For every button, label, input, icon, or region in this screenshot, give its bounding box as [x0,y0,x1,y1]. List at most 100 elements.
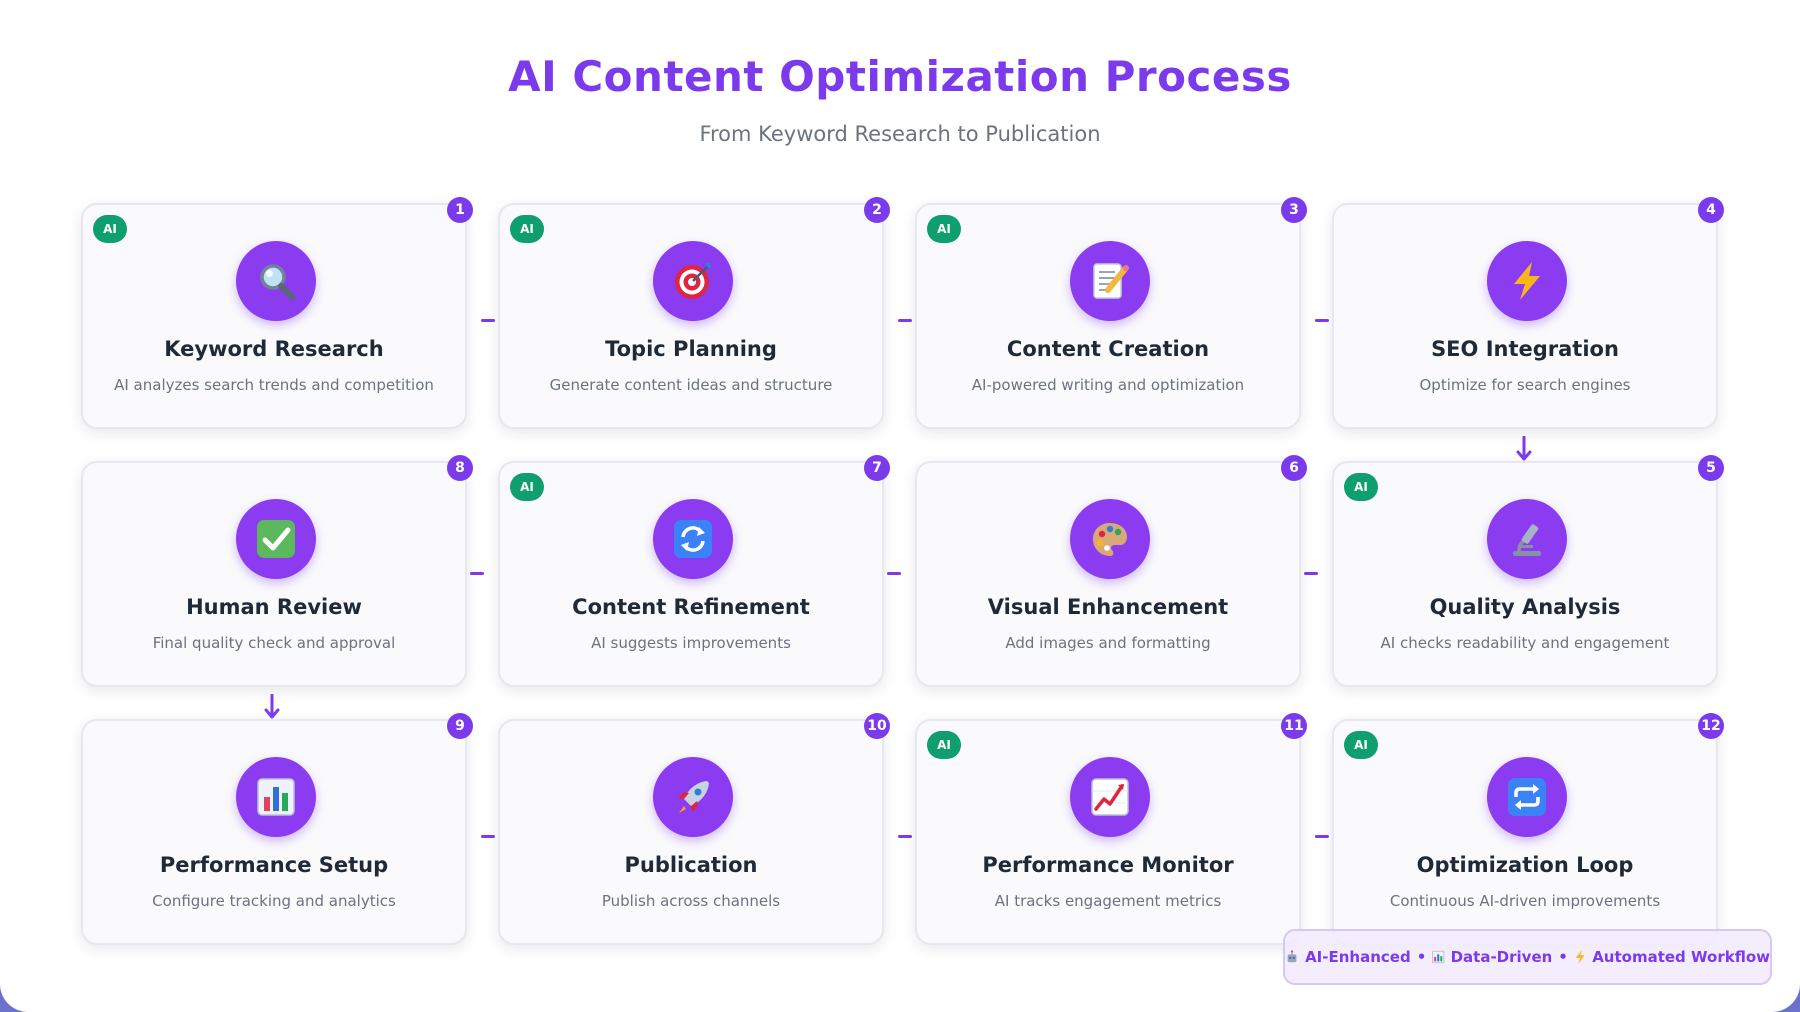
step-number-badge: 11 [1281,713,1307,739]
page-subtitle: From Keyword Research to Publication [699,122,1101,146]
step-title: Keyword Research [164,337,384,361]
step-description: AI checks readability and engagement [1380,634,1670,652]
step-description: Configure tracking and analytics [152,892,396,910]
step-number-badge: 12 [1698,713,1724,739]
ai-badge: AI [510,473,544,501]
connector-10-11 [898,835,912,838]
step-description: Continuous AI-driven improvements [1389,892,1661,910]
magnifying-glass-icon [260,264,295,300]
step-title: Topic Planning [605,337,777,361]
page-title: AI Content Optimization Process [508,52,1292,101]
memo-icon [1093,263,1129,299]
step-icon-circle [1487,241,1567,321]
ai-badge: AI [927,215,961,243]
step-description: Add images and formatting [1005,634,1211,652]
ai-badge: AI [1344,473,1378,501]
robot-icon [1287,950,1297,963]
step-number-badge: 8 [447,455,473,481]
footer-item-automated-workflow: Automated Workflow [1592,948,1770,966]
step-icon-circle [1487,757,1567,837]
step-icon-circle [653,241,733,321]
step-icon-circle [1487,499,1567,579]
step-title: Human Review [186,595,362,619]
step-number-badge: 2 [864,197,890,223]
microscope-icon [1513,524,1541,556]
connector-9-10 [481,835,495,838]
lightning-icon [1514,262,1540,300]
step-description: Optimize for search engines [1419,376,1631,394]
footer-separator: • [1558,948,1568,966]
refresh-icon [674,520,712,558]
rocket-icon [678,781,709,813]
step-title: Content Creation [1006,337,1210,361]
connector-4-5-arrow-icon [1516,436,1532,461]
step-number-badge: 7 [864,455,890,481]
footer-item-ai-enhanced: AI-Enhanced [1305,948,1411,966]
footer-separator: • [1416,948,1427,966]
step-description: Publish across channels [601,892,781,910]
connector-8-7 [470,572,484,575]
step-icon-circle [653,499,733,579]
step-description: AI-powered writing and optimization [971,376,1245,394]
ai-badge: AI [927,731,961,759]
connector-7-6 [887,572,901,575]
step-number-badge: 6 [1281,455,1307,481]
step-title: Publication [624,853,758,877]
step-description: Generate content ideas and structure [549,376,833,394]
target-icon [675,263,711,299]
connector-2-3 [898,319,912,322]
step-number-badge: 9 [447,713,473,739]
step-icon-circle [1070,499,1150,579]
step-title: Performance Setup [159,853,389,877]
connector-3-4 [1315,319,1329,322]
footer-item-data-driven: Data-Driven [1450,948,1553,966]
ai-badge: AI [510,215,544,243]
ai-badge: AI [93,215,127,243]
lightning-icon [1575,949,1585,965]
footer-legend: AI-Enhanced • Data-Driven • Automated Wo… [1283,929,1772,985]
palette-icon [1093,523,1127,556]
connector-1-2 [481,319,495,322]
step-title: SEO Integration [1431,337,1619,361]
trend-chart-icon [1091,778,1129,816]
step-number-badge: 10 [864,713,890,739]
step-number-badge: 5 [1698,455,1724,481]
step-description: AI suggests improvements [591,634,791,652]
step-title: Quality Analysis [1429,595,1621,619]
step-icon-circle [1070,241,1150,321]
bar-chart-icon [257,778,295,816]
step-title: Content Refinement [572,595,810,619]
step-title: Visual Enhancement [987,595,1229,619]
step-description: AI analyzes search trends and competitio… [114,376,434,394]
check-mark-icon [257,520,295,558]
step-number-badge: 4 [1698,197,1724,223]
step-icon-circle [236,241,316,321]
step-description: Final quality check and approval [152,634,396,652]
step-description: AI tracks engagement metrics [994,892,1222,910]
step-icon-circle [1070,757,1150,837]
connector-8-9-arrow-icon [264,694,280,719]
step-number-badge: 3 [1281,197,1307,223]
bar-chart-icon [1432,950,1445,964]
step-icon-circle [236,757,316,837]
connector-6-5 [1304,572,1318,575]
step-title: Performance Monitor [982,853,1234,877]
step-title: Optimization Loop [1416,853,1634,877]
step-icon-circle [653,757,733,837]
connector-11-12 [1315,835,1329,838]
ai-badge: AI [1344,731,1378,759]
step-icon-circle [236,499,316,579]
